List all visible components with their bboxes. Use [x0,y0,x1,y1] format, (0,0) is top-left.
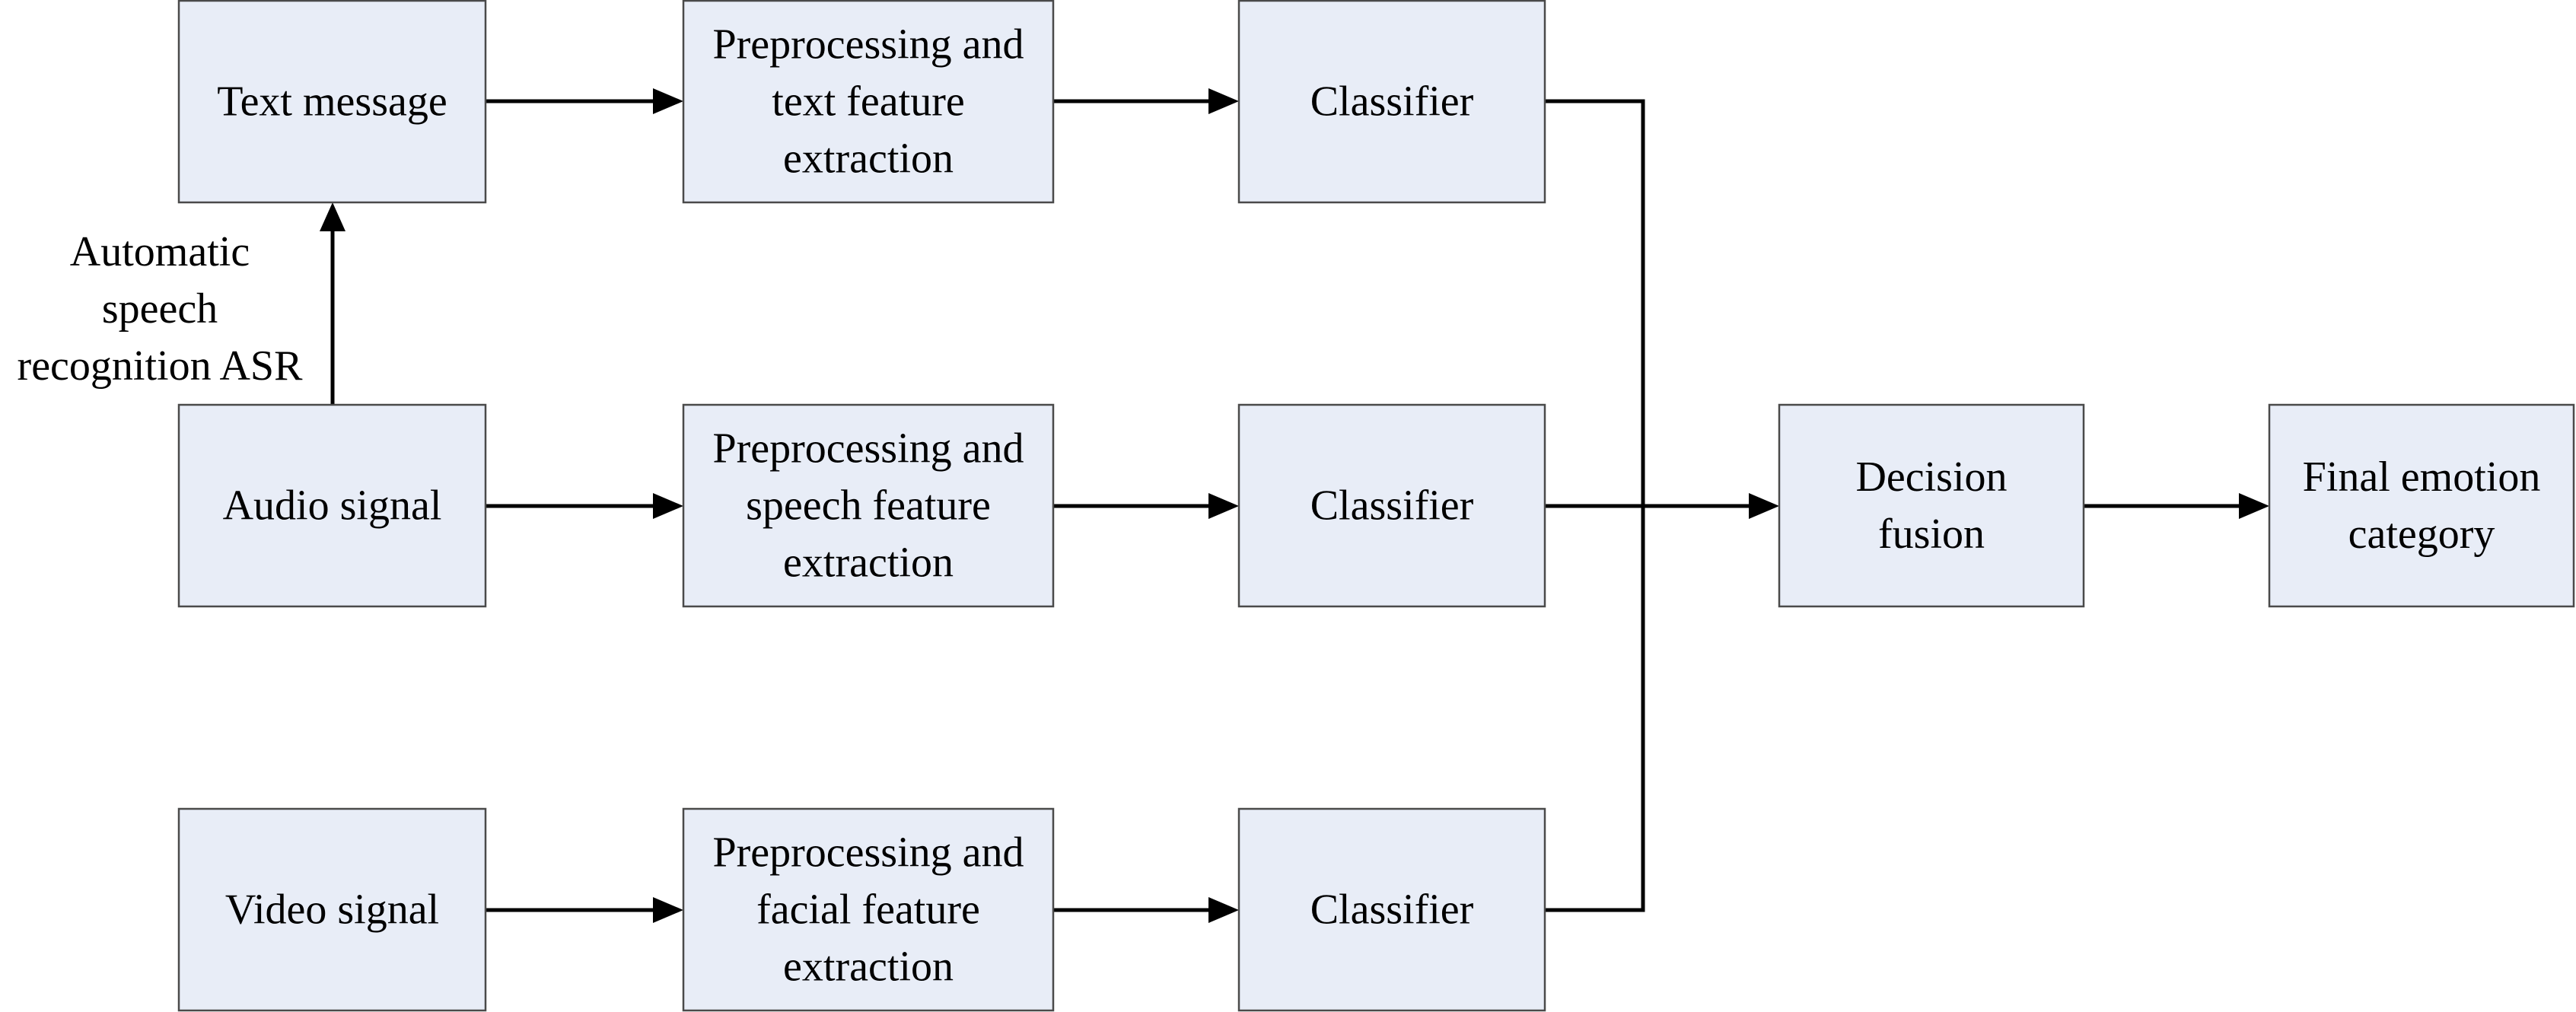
label-line: Audio signal [223,482,442,530]
label-line: text feature [772,78,964,126]
label-line: Text message [217,78,447,126]
node-audio-signal-label: Audio signal [223,482,442,530]
node-classifier-facial: Classifier [1237,807,1546,1012]
arrowhead-text-to-preprocess [653,88,683,114]
node-classifier-facial-label: Classifier [1310,886,1474,934]
edge-classifier-text-to-bus [1545,99,1645,506]
node-classifier-speech: Classifier [1237,403,1546,608]
label-line: Final emotion [2303,453,2541,501]
node-preprocess-text-label: Preprocessing and text feature extraction [712,21,1024,183]
node-final-emotion-label: Final emotion category [2303,453,2541,558]
arrowhead-preprocess-speech-to-classifier [1208,493,1239,519]
node-classifier-speech-label: Classifier [1310,482,1474,530]
label-line: recognition ASR [18,342,304,390]
node-preprocess-facial-label: Preprocessing and facial feature extractio… [712,829,1024,991]
node-preprocess-speech-label: Preprocessing and speech feature extractio… [712,425,1024,587]
label-line: category [2348,511,2495,558]
node-classifier-text-label: Classifier [1310,78,1474,126]
arrowhead-preprocess-facial-to-classifier [1208,897,1239,923]
label-line: extraction [783,944,954,991]
label-line: Automatic [70,228,250,275]
label-line: Video signal [225,886,439,934]
label-line: speech [102,285,218,333]
node-preprocess-text: Preprocessing and text feature extraction [682,0,1055,204]
node-decision-fusion: Decision fusion [1778,403,2085,608]
label-line: Preprocessing and [712,425,1024,473]
arrowhead-to-final-emotion [2239,493,2269,519]
arrowhead-video-to-preprocess [653,897,683,923]
arrowhead-preprocess-text-to-classifier [1208,88,1239,114]
label-line: Classifier [1310,482,1474,530]
arrowhead-asr [320,202,345,231]
arrowhead-audio-to-preprocess [653,493,683,519]
label-line: extraction [783,135,954,183]
node-audio-signal: Audio signal [177,403,487,608]
node-text-message-label: Text message [217,78,447,126]
label-line: Preprocessing and [712,829,1024,877]
node-preprocess-speech: Preprocessing and speech feature extractio… [682,403,1055,608]
arrowhead-to-decision-fusion [1749,493,1779,519]
label-line: Preprocessing and [712,21,1024,68]
node-video-signal-label: Video signal [225,886,439,934]
label-line: facial feature [756,886,980,934]
node-decision-fusion-label: Decision fusion [1855,453,2007,558]
edge-label-asr: Automatic speech recognition ASR [18,228,304,390]
node-final-emotion: Final emotion category [2268,403,2575,608]
node-video-signal: Video signal [177,807,487,1012]
label-line: Decision [1855,453,2007,501]
edge-classifier-facial-to-bus [1545,506,1645,912]
node-classifier-text: Classifier [1237,0,1546,204]
label-line: fusion [1878,511,1985,558]
label-line: extraction [783,539,954,587]
node-text-message: Text message [177,0,487,204]
connectors [320,88,2269,923]
node-preprocess-facial: Preprocessing and facial feature extractio… [682,807,1055,1012]
label-line: Classifier [1310,78,1474,126]
label-line: speech feature [746,482,991,530]
label-line: Classifier [1310,886,1474,934]
